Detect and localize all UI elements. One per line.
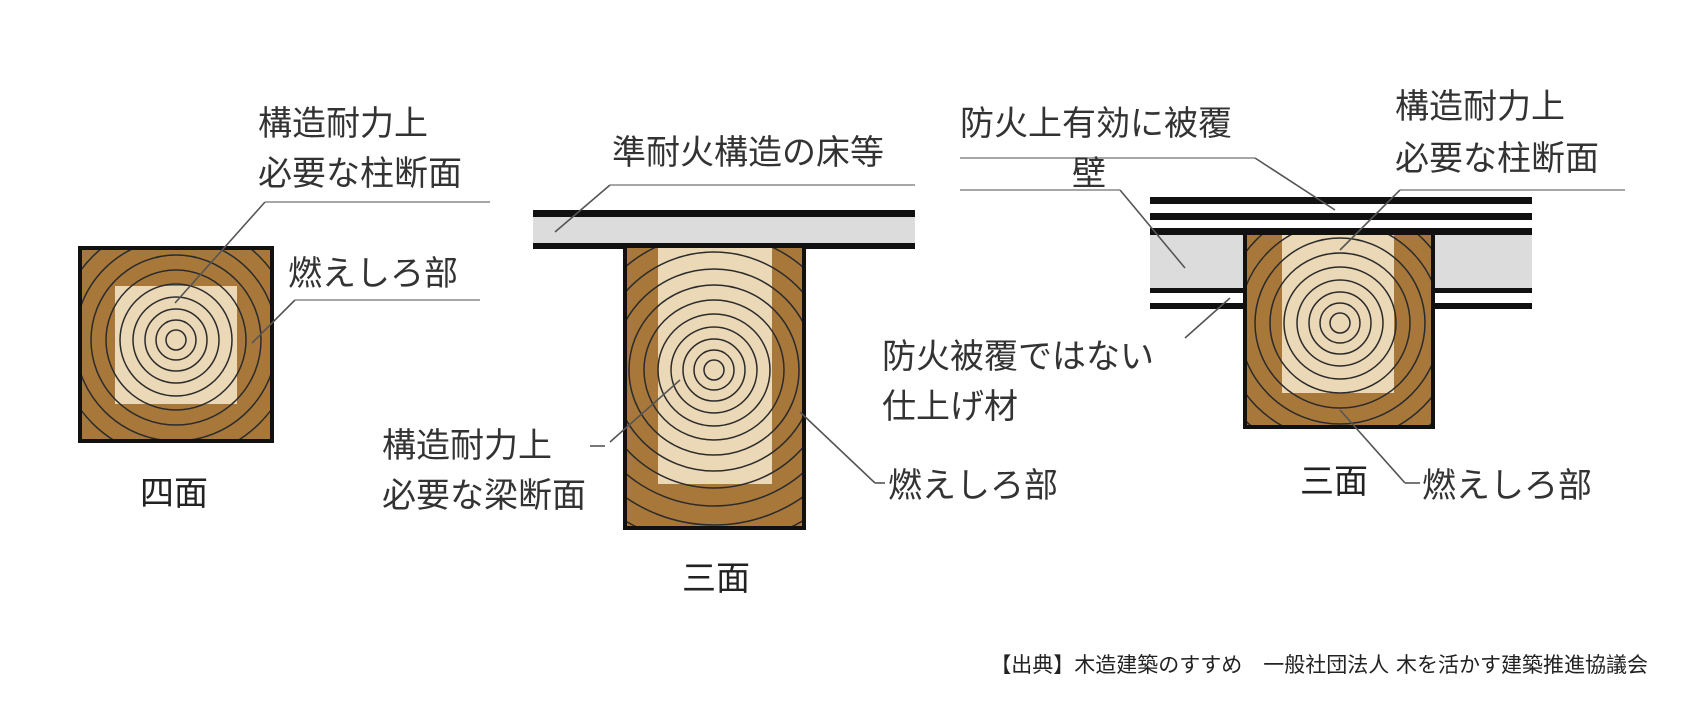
floor-slab-top: [533, 210, 915, 217]
cover-label: 防火上有効に被覆: [960, 104, 1232, 144]
floor-slab-bottom: [533, 243, 915, 249]
core-section: [115, 286, 237, 404]
floor-label: 準耐火構造の床等: [612, 133, 884, 173]
growth-ring: [1319, 302, 1361, 344]
beam-section-label-line2: 必要な梁断面: [382, 476, 586, 516]
core-section: [1282, 235, 1394, 393]
column-outline: [78, 246, 274, 443]
growth-rings: [1245, 235, 1433, 427]
beam-outline: [623, 248, 806, 530]
growth-ring: [165, 329, 187, 351]
column-four-face: [78, 246, 274, 443]
growth-ring: [1296, 279, 1384, 367]
column-section-label-line1: 構造耐力上: [258, 104, 428, 144]
growth-rings: [625, 248, 804, 528]
wall-gap-mid: [1150, 220, 1532, 228]
cover-layer-2: [1150, 213, 1532, 220]
growth-ring: [657, 313, 771, 427]
growth-ring: [625, 248, 804, 507]
cover-layer-3: [1150, 228, 1532, 235]
caption-three-face-beam: 三面: [682, 559, 750, 599]
growth-ring: [144, 308, 208, 372]
growth-ring: [703, 359, 725, 381]
beam-three-face: [623, 248, 806, 530]
column-section-label-line1: 構造耐力上: [1395, 87, 1565, 127]
growth-ring: [625, 251, 804, 489]
finish-label-line1: 防火被覆ではない: [882, 337, 1154, 377]
growth-ring: [1245, 235, 1433, 425]
beam-section-label-line1: 構造耐力上: [382, 426, 552, 466]
char-layer-label: 燃えしろ部: [288, 254, 458, 294]
growth-ring: [682, 338, 746, 402]
growth-ring: [90, 254, 262, 426]
floor-slab: [533, 210, 915, 249]
growth-ring: [1283, 266, 1397, 380]
growth-ring: [155, 319, 197, 361]
growth-rings: [80, 248, 272, 441]
growth-ring: [625, 495, 804, 526]
column-section-label-line2: 必要な柱断面: [258, 154, 462, 194]
growth-ring: [119, 283, 233, 397]
column-outline: [1243, 232, 1435, 429]
column-in-wall-three-face: [1243, 232, 1435, 429]
growth-ring: [1308, 291, 1372, 355]
growth-ring: [1329, 312, 1351, 334]
growth-ring: [628, 284, 800, 456]
caption-three-face-column: 三面: [1300, 462, 1368, 502]
wall-gap-top: [1150, 204, 1532, 213]
growth-ring: [1254, 237, 1426, 409]
char-layer-label: 燃えしろ部: [888, 466, 1058, 506]
char-layer-label: 燃えしろ部: [1422, 466, 1592, 506]
source-credit: 【出典】木造建築のすすめ 一般社団法人 木を活かす建築推進協議会: [990, 653, 1648, 677]
column-section-label-line2: 必要な柱断面: [1395, 139, 1599, 179]
floor-slab-fill: [533, 213, 915, 248]
cover-layer-1: [1150, 197, 1532, 204]
growth-ring: [670, 326, 758, 414]
growth-ring: [693, 349, 735, 391]
growth-ring: [643, 299, 785, 441]
growth-ring: [625, 268, 804, 472]
growth-ring: [105, 269, 247, 411]
caption-four-face: 四面: [140, 474, 208, 514]
core-section: [658, 248, 772, 484]
growth-ring: [132, 296, 220, 384]
finish-label-line2: 仕上げ材: [882, 387, 1018, 427]
growth-ring: [1269, 252, 1411, 394]
wall-label: 壁: [1072, 154, 1106, 194]
